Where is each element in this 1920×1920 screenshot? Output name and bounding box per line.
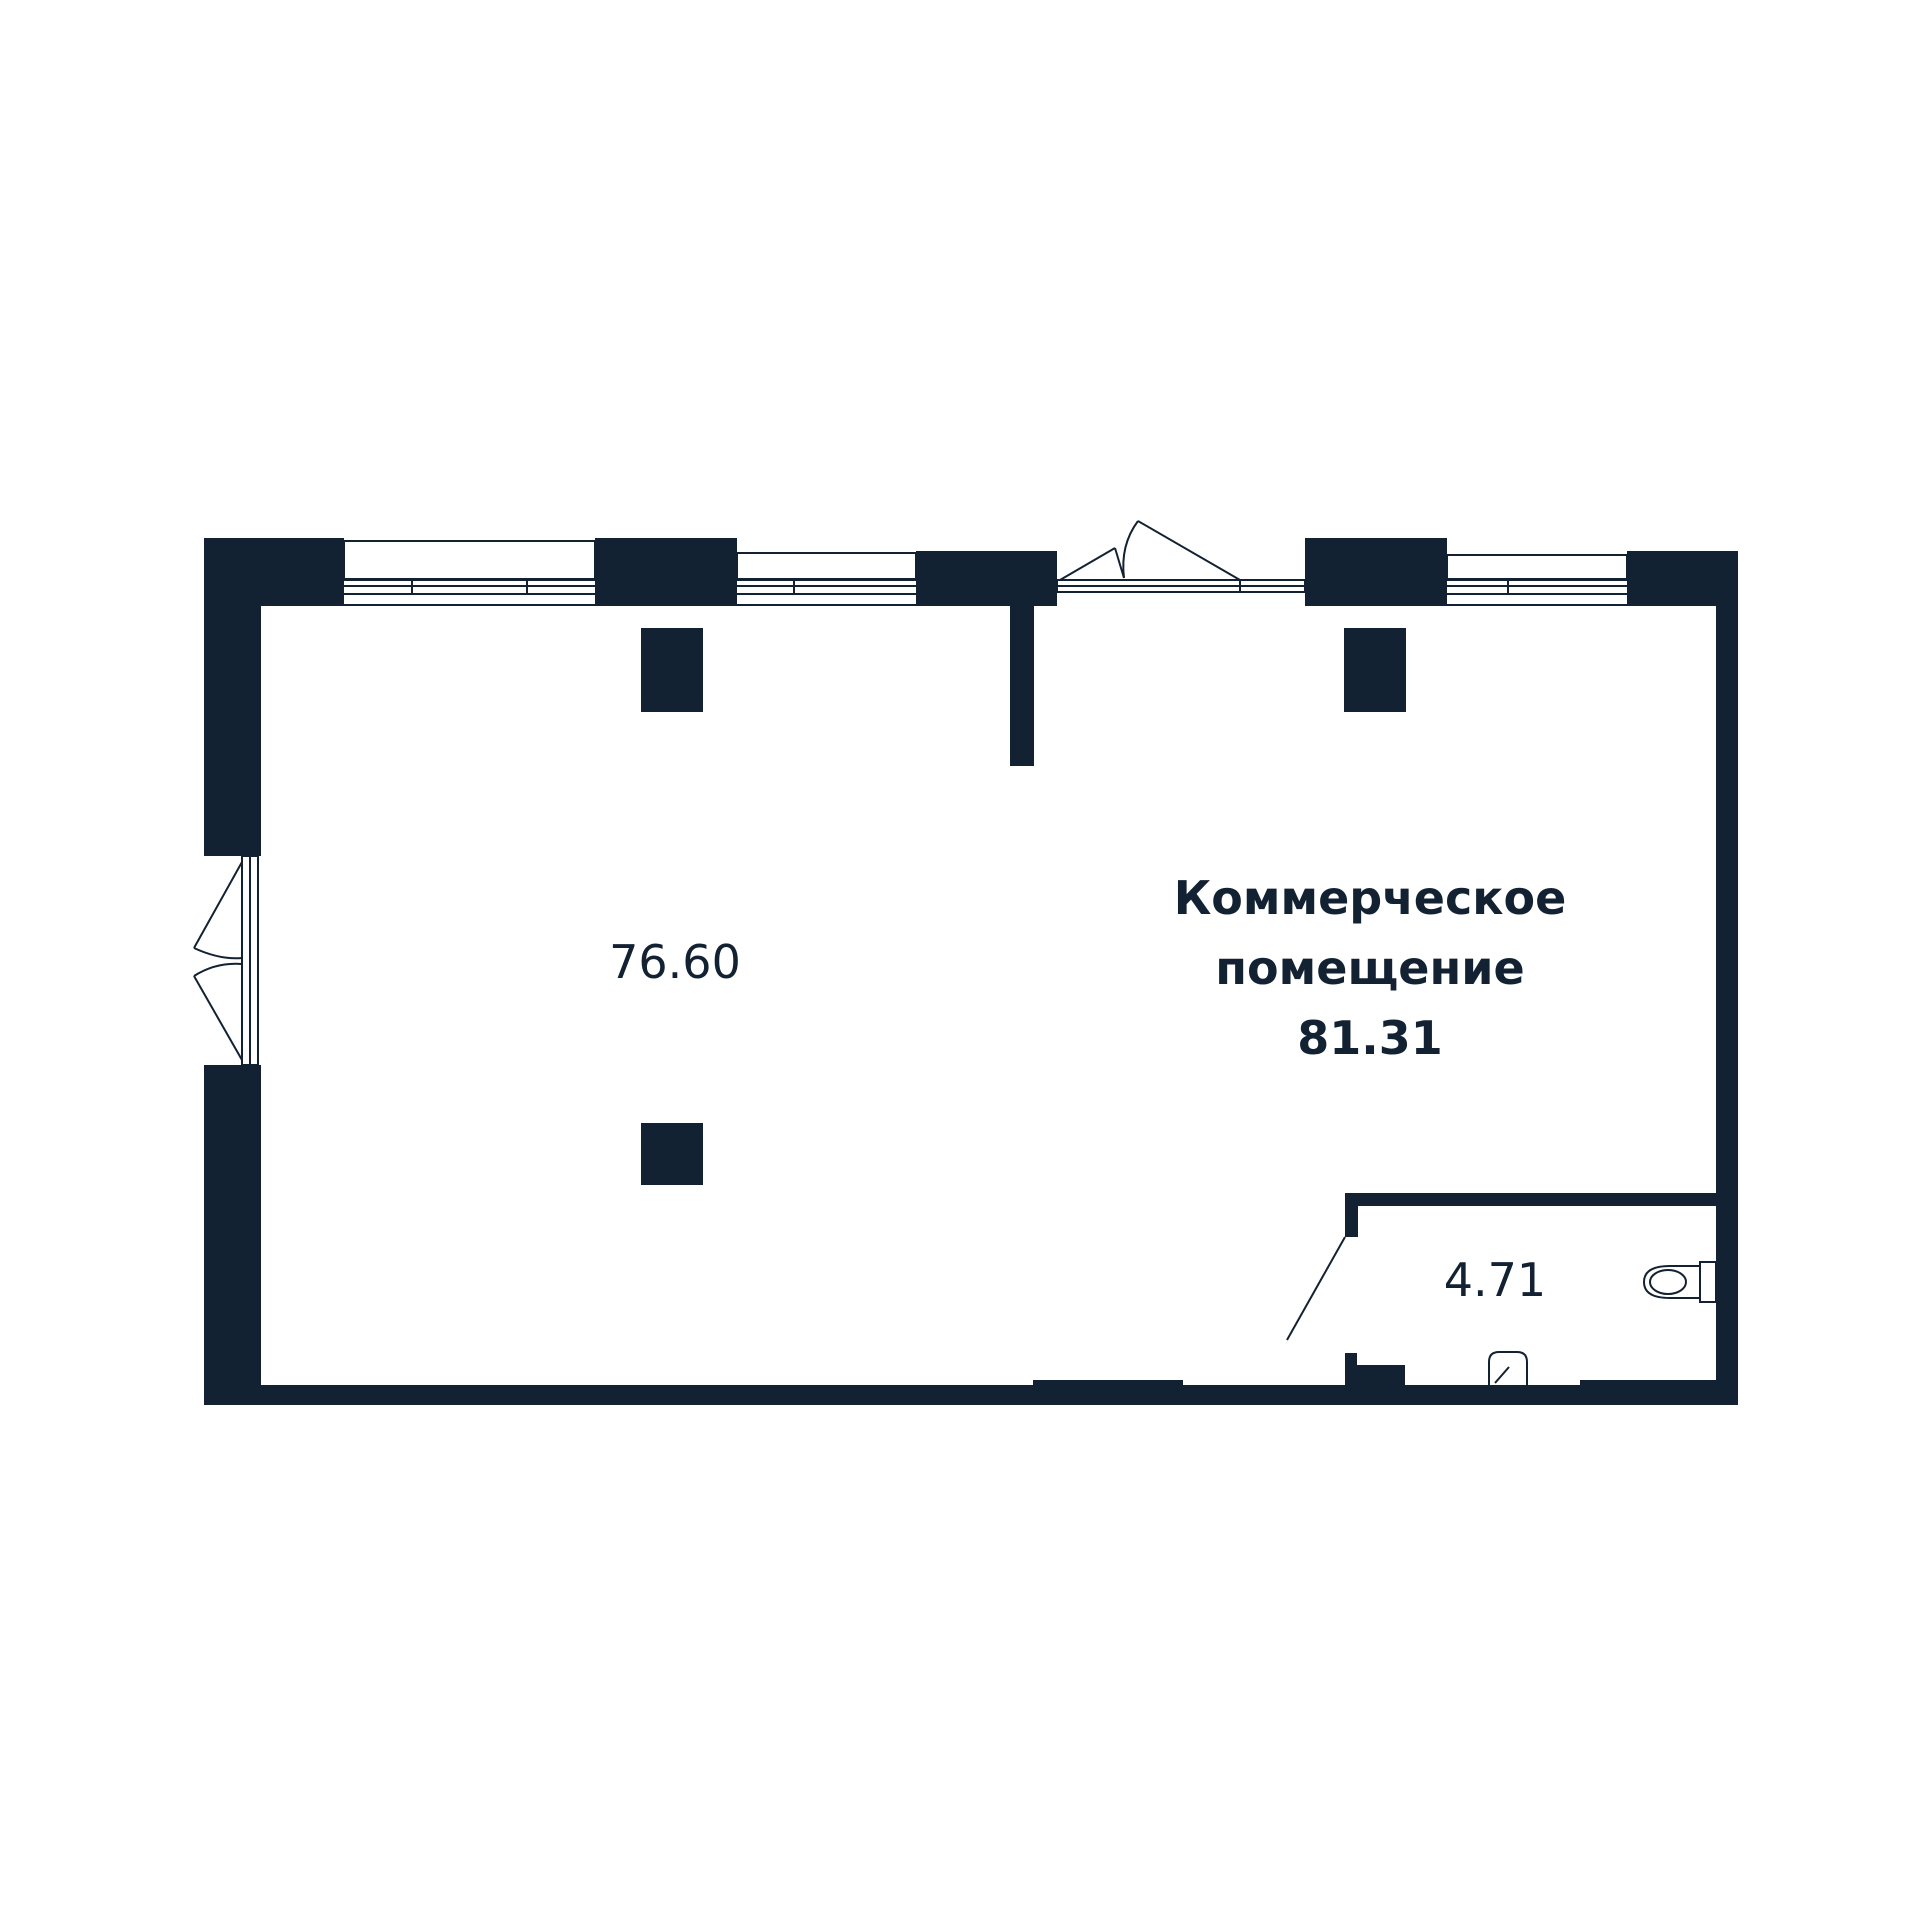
bathroom-wall-bottom-block [1345,1365,1405,1393]
wall-top-pier-2 [916,551,1057,606]
window-3 [1440,554,1634,606]
entrance-door-left [193,855,259,1066]
wall-bottom-3 [1182,1385,1482,1405]
wall-left-upper [204,538,261,856]
room-area-bathroom: 4.71 [1443,1253,1547,1307]
wall-bottom-2 [1033,1380,1183,1405]
column-3 [641,1123,703,1185]
bathroom-door [1286,1236,1346,1341]
room-title-line2: помещение [1215,941,1525,995]
window-1 [337,540,601,606]
wall-top-pier-3 [1305,538,1447,606]
bathroom-wall-left-stub [1345,1193,1358,1237]
column-2 [1344,628,1406,712]
wall-bottom-5 [1580,1380,1736,1405]
room-title-line1: Коммерческое [1173,871,1567,925]
sink-icon [1488,1351,1528,1385]
wall-right [1716,551,1738,1405]
windows [337,540,1634,606]
exterior-walls [204,538,1738,1405]
toilet-icon [1642,1261,1717,1303]
window-door-glazing [1056,579,1306,593]
window-2 [730,552,922,606]
wall-top-pier-1 [595,538,737,606]
wall-bottom-1 [204,1385,1034,1405]
interior-elements [641,606,1725,1393]
room-total-area: 81.31 [1297,1011,1443,1065]
room-area-main: 76.60 [609,935,741,989]
bathroom-wall-top [1345,1193,1725,1206]
entrance-door-top [1059,520,1241,581]
column-1 [641,628,703,712]
interior-partition [1010,606,1034,766]
wall-left-lower [204,1065,261,1405]
